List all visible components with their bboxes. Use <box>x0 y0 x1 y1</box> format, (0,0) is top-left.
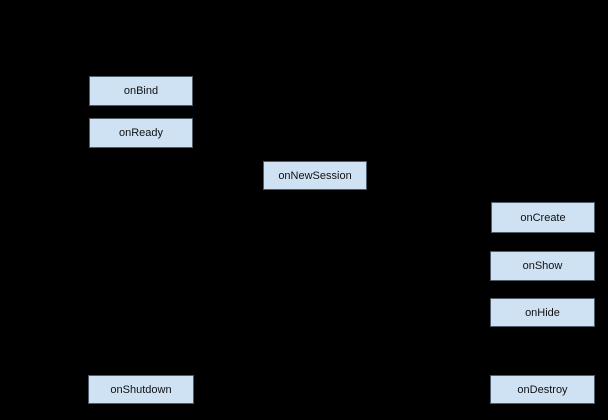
node-onshow: onShow <box>490 251 595 281</box>
node-onshow-label: onShow <box>522 260 563 272</box>
node-ondestroy-label: onDestroy <box>517 383 568 396</box>
node-onready-label: onReady <box>118 127 164 139</box>
node-onhide-label: onHide <box>525 306 560 319</box>
node-ondestroy: onDestroy <box>490 375 595 404</box>
node-onnewsession-label: onNewSession <box>278 169 352 182</box>
node-onready: onReady <box>89 118 193 148</box>
node-onbind: onBind <box>89 76 193 106</box>
node-oncreate: onCreate <box>491 202 595 233</box>
node-onnewsession: onNewSession <box>263 161 367 190</box>
node-onshutdown: onShutdown <box>88 375 194 404</box>
node-onhide: onHide <box>490 298 595 327</box>
node-oncreate-label: onCreate <box>520 211 566 224</box>
node-onbind-label: onBind <box>123 85 159 97</box>
node-onshutdown-label: onShutdown <box>110 383 172 396</box>
